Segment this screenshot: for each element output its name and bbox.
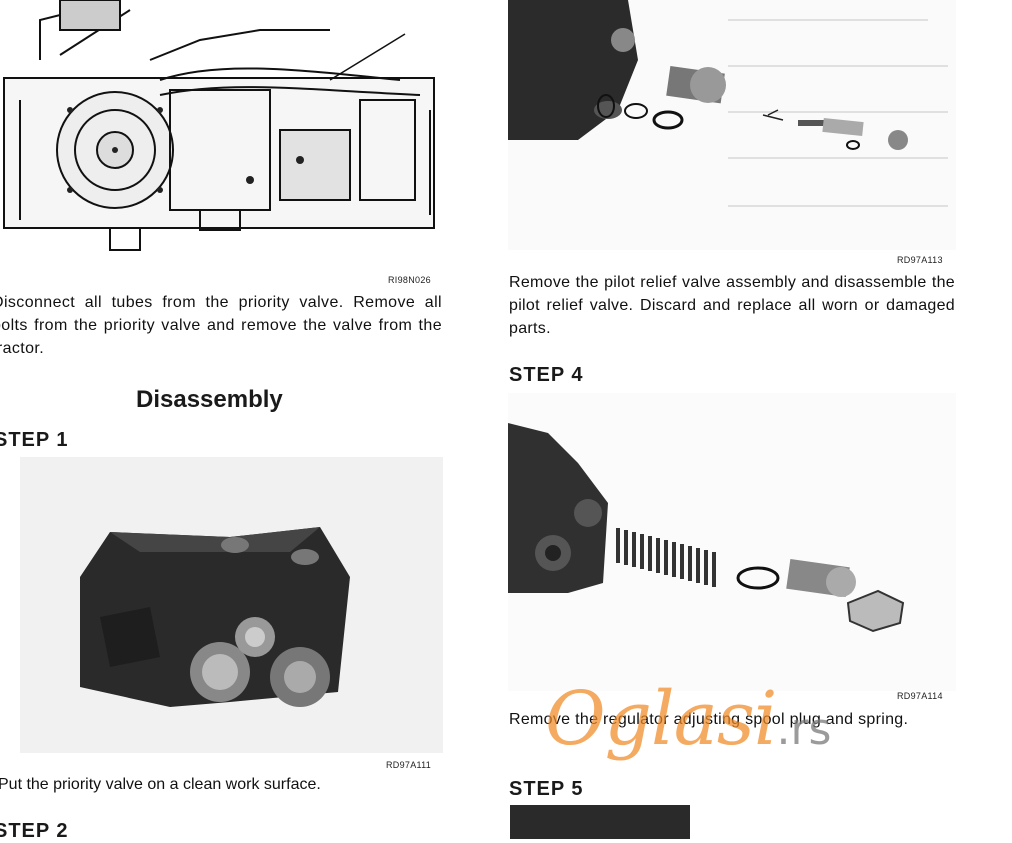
step5-photo [510,805,690,839]
intro-paragraph: Disconnect all tubes from the priority v… [0,294,442,357]
step-label: STEP 2 [0,820,69,842]
regulator-spool-photo [508,393,956,691]
step-label: STEP 5 [509,778,584,800]
watermark-suffix: .rs [776,704,832,755]
watermark-brand: Oglasi [545,676,777,762]
step1-paragraph: Put the priority valve on a clean work s… [0,776,321,793]
pilot-relief-valve-photo [508,0,956,250]
section-heading: Disassembly [136,386,283,413]
tractor-diagram [0,0,445,262]
priority-valve-photo [20,457,443,753]
watermark-logo: Oglasi.rs [545,676,975,786]
figure-code: RI98N026 [388,275,431,285]
figure-code: RD97A114 [897,691,943,701]
step-label: STEP 1 [0,429,69,451]
figure-code: RD97A111 [386,760,432,770]
step4-paragraph: Remove the regulator adjusting spool plu… [509,711,909,728]
step-label: STEP 4 [509,364,584,386]
step3-paragraph: Remove the pilot relief valve assembly a… [509,274,955,337]
figure-code: RD97A113 [897,255,943,265]
